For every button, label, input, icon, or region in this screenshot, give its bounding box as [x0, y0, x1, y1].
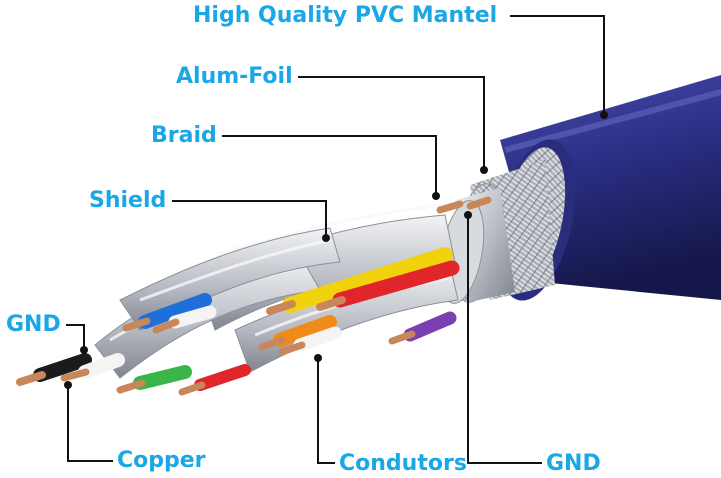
label-braid: Braid [151, 123, 217, 148]
label-gnd-right: GND [546, 451, 601, 476]
label-gnd-left: GND [6, 312, 61, 337]
leader-line-shield [172, 200, 327, 238]
leader-line-alum-foil [298, 76, 485, 170]
shielded-pairs [94, 203, 459, 379]
label-pvc-mantel: High Quality PVC Mantel [193, 3, 498, 28]
label-condutors: Condutors [339, 451, 467, 476]
leader-line-braid [222, 135, 437, 196]
label-shield: Shield [89, 188, 167, 213]
leader-line-condutors [317, 358, 335, 464]
copper-tips [16, 196, 492, 396]
leader-line-gnd-right [467, 215, 542, 464]
leader-dots [64, 111, 608, 389]
leader-lines [66, 15, 605, 464]
label-copper: Copper [117, 448, 206, 473]
conductors [33, 247, 460, 391]
label-alum-foil: Alum-Foil [176, 64, 293, 89]
leader-line-copper [67, 385, 113, 462]
leader-line-gnd-left [66, 324, 85, 350]
leader-line-mantel [510, 15, 605, 115]
